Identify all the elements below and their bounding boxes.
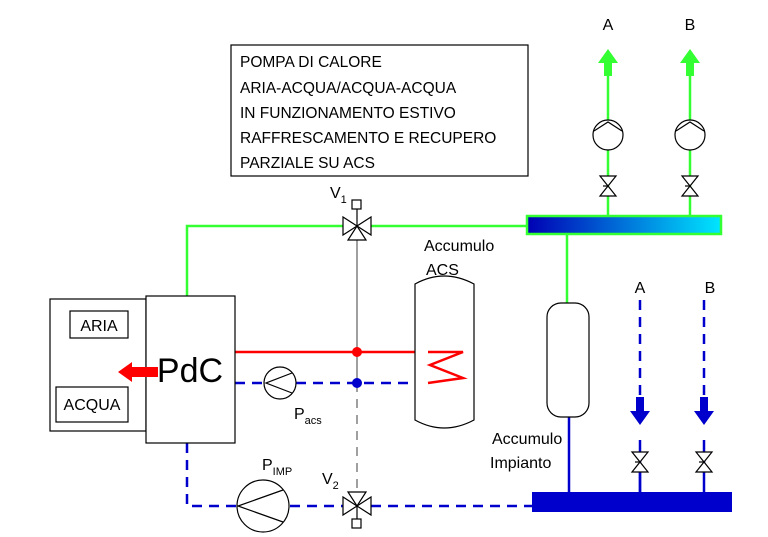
acs-coil-front (426, 350, 468, 385)
valve-v2-icon (342, 491, 372, 529)
heat-pump-label: PdC (157, 352, 223, 390)
blue-junction (352, 378, 362, 388)
shutoff-valve-top-b-icon (680, 175, 700, 197)
shutoff-valve-top-a-icon (598, 175, 618, 197)
circulator-top-b-icon (674, 119, 706, 151)
bottom-collector (532, 492, 732, 512)
description-box: POMPA DI CALORE ARIA-ACQUA/ACQUA-ACQUA I… (230, 44, 529, 177)
pump-imp-label: PIMP (262, 457, 292, 478)
heat-pump-unit (145, 295, 236, 444)
valve-v2-label: V2 (322, 471, 339, 492)
heat-reject-arrow-icon (118, 362, 158, 382)
note-line-4: RAFFRESCAMENTO E RECUPERO (240, 130, 496, 147)
blue-pipes (185, 300, 706, 508)
note-line-3: IN FUNZIONAMENTO ESTIVO (240, 105, 456, 122)
note-line-1: POMPA DI CALORE (240, 54, 382, 71)
shutoff-valve-bottom-b-icon (694, 451, 714, 473)
valve-v1-icon (342, 199, 372, 241)
source-acqua-label: ACQUA (64, 397, 121, 414)
top-circuit-b-label: B (685, 17, 696, 34)
bottom-circuit-a-label: A (635, 280, 646, 297)
top-collector (525, 214, 723, 236)
tank-acs-label-1: Accumulo (424, 238, 494, 255)
circulator-top-a-icon (592, 119, 624, 151)
pump-acs-icon (263, 366, 297, 400)
tank-acs-label-2: ACS (426, 262, 459, 279)
tank-impianto (546, 302, 590, 418)
arrow-up-b-icon (680, 49, 700, 76)
top-circuit-a-label: A (603, 17, 614, 34)
note-line-2: ARIA-ACQUA/ACQUA-ACQUA (240, 80, 457, 97)
bottom-circuit-b-label: B (705, 280, 716, 297)
valve-v1-label: V1 (330, 185, 347, 206)
source-aria-label: ARIA (80, 318, 118, 335)
tank-impianto-label-1: Accumulo (492, 431, 562, 448)
note-line-5: PARZIALE SU ACS (240, 155, 375, 172)
red-junction (352, 347, 362, 357)
pump-acs-label: Pacs (294, 406, 322, 427)
arrow-up-a-icon (598, 49, 618, 76)
pump-imp-icon (236, 479, 290, 533)
arrow-down-b-icon (694, 397, 714, 425)
shutoff-valve-bottom-a-icon (630, 451, 650, 473)
arrow-down-a-icon (630, 397, 650, 425)
tank-impianto-label-2: Impianto (490, 455, 551, 472)
